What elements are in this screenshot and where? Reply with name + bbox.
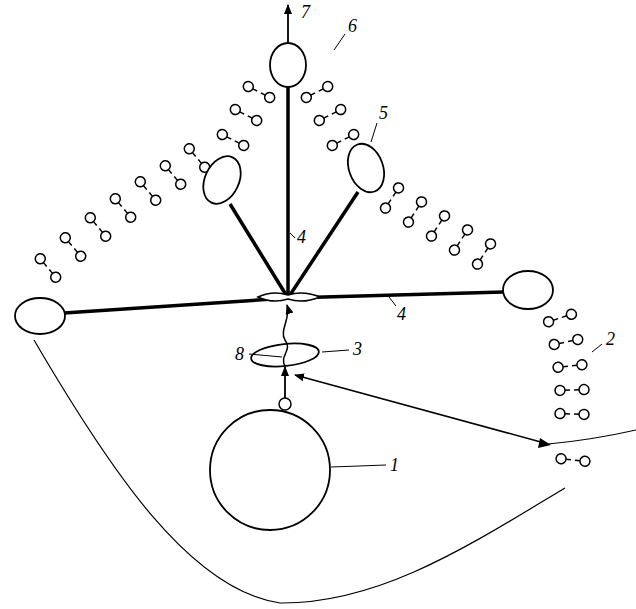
lipid-bilayer — [33, 80, 590, 467]
cell-outline — [34, 340, 565, 603]
callout-number: 1 — [389, 456, 400, 474]
cell-outline — [548, 430, 636, 444]
callout-number: 2 — [605, 330, 616, 348]
callout-number: 5 — [378, 104, 389, 122]
callout-number: 4 — [396, 305, 407, 323]
callout-number: 3 — [352, 340, 363, 358]
callout-number: 7 — [300, 3, 311, 21]
callout-number: 6 — [347, 17, 358, 35]
leader-lines — [249, 34, 602, 467]
protein-spokes — [64, 87, 504, 313]
callout-number: 8 — [234, 345, 245, 363]
nucleus-pore — [279, 398, 291, 410]
hub — [258, 293, 320, 301]
callout-number: 4 — [296, 228, 307, 246]
signal-arrow — [295, 375, 548, 444]
anchor-ellipses — [15, 43, 553, 334]
wavy-filament — [283, 305, 288, 366]
nucleus — [210, 410, 330, 530]
arrow-head — [538, 438, 551, 448]
export-arrow — [287, 5, 289, 43]
signal-arrow — [284, 367, 286, 398]
